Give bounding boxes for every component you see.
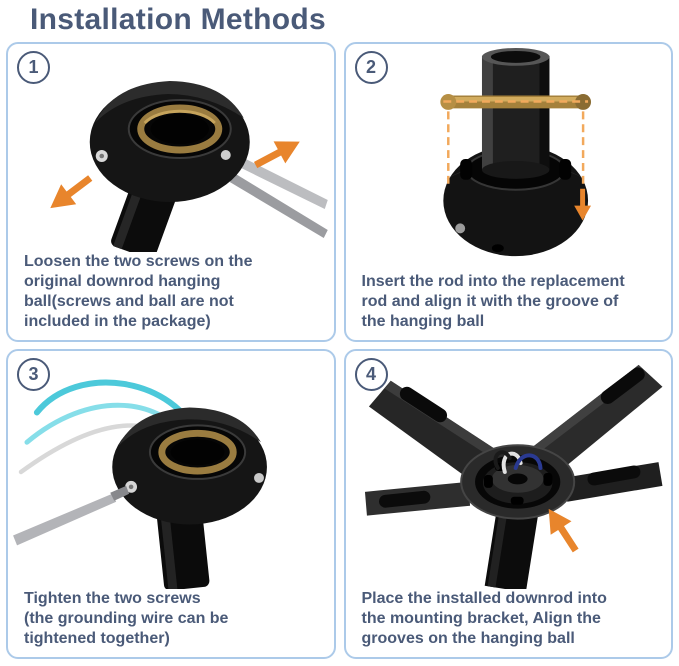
- step-3-number-badge: 3: [17, 358, 50, 391]
- hanging-ball: [112, 407, 267, 525]
- step-1-photo-svg: [50, 81, 328, 252]
- step-2-photo-svg: [439, 47, 591, 257]
- step-2-number: 2: [365, 57, 376, 77]
- arrow-down-left: [50, 175, 93, 209]
- downrod-tube: [484, 509, 538, 589]
- step-1-panel: 1: [6, 42, 336, 342]
- arrow-up-left: [548, 508, 579, 553]
- arrow-down: [573, 188, 591, 221]
- hanging-ball: [89, 81, 250, 202]
- replacement-rod: [481, 47, 549, 179]
- arrow-up-right: [253, 141, 300, 169]
- mounting-bracket: [364, 364, 662, 520]
- ball-groove: [558, 158, 571, 180]
- step-4-number: 4: [365, 364, 376, 384]
- step-3-photo: [8, 351, 334, 589]
- step-2-photo: [346, 44, 672, 272]
- step-2-number-badge: 2: [354, 51, 388, 84]
- ball-groove: [542, 472, 552, 486]
- step-2-caption: Insert the rod into the replacement rod …: [361, 273, 625, 330]
- step-1-number: 1: [28, 57, 39, 77]
- screwdriver: [222, 150, 328, 238]
- bracket-slot: [586, 465, 640, 486]
- step-2-panel: 2: [343, 42, 673, 342]
- step-4-number-badge: 4: [354, 358, 388, 391]
- step-1-photo: [8, 44, 334, 252]
- screwdriver: [13, 485, 130, 546]
- step-3-caption: Tighten the two screws (the grounding wi…: [24, 590, 229, 647]
- step-1-number-badge: 1: [17, 51, 50, 84]
- step-4-caption: Place the installed downrod into the mou…: [361, 590, 607, 647]
- step-3-photo-svg: [13, 379, 267, 589]
- page-title: Installation Methods: [30, 3, 327, 36]
- ball-groove: [483, 474, 493, 488]
- step-4-photo-svg: [364, 364, 662, 589]
- ball-groove: [510, 496, 524, 505]
- step-3-panel: 3: [6, 349, 336, 659]
- ball-groove: [459, 158, 472, 180]
- bracket-slot: [600, 367, 645, 404]
- ball-wires: [493, 450, 542, 474]
- steps-grid: 1: [6, 42, 673, 659]
- step-4-photo: [346, 351, 672, 589]
- bracket-slot: [378, 490, 430, 508]
- step-4-panel: 4: [343, 349, 673, 659]
- bracket-slot: [399, 386, 447, 423]
- step-3-number: 3: [28, 364, 39, 384]
- step-1-caption: Loosen the two screws on the original do…: [24, 253, 253, 330]
